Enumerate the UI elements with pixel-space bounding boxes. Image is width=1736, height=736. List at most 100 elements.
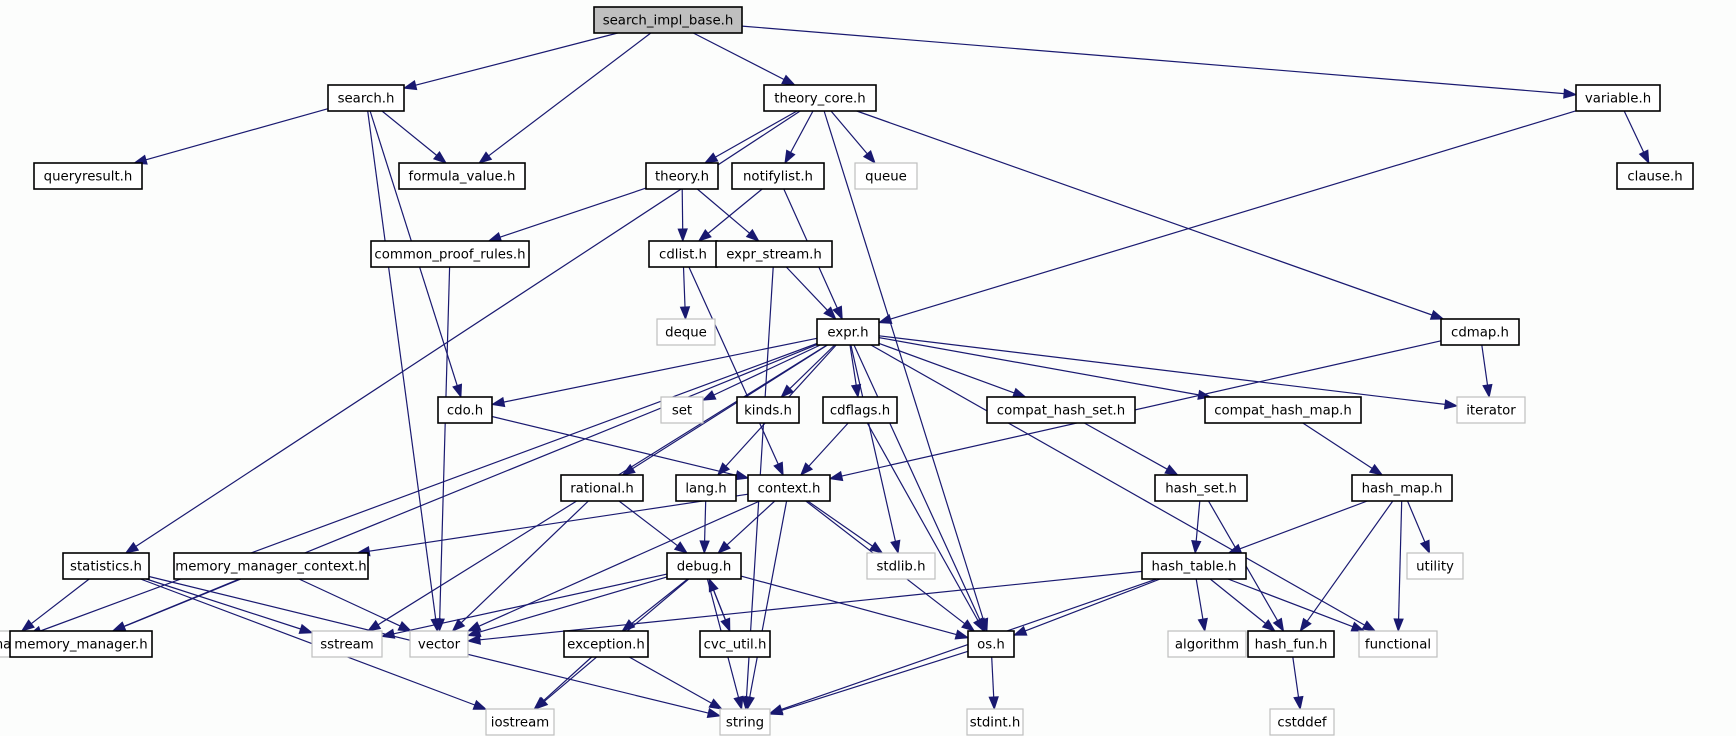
edge-common_proof_rules-to-vector <box>439 266 451 620</box>
edge-cdflags-to-os <box>866 422 979 621</box>
node-hash-fun[interactable]: hash_fun.h <box>1247 630 1335 658</box>
arrowhead-rational-to-vector <box>451 618 466 632</box>
arrowhead-cdflags-to-os <box>973 617 985 633</box>
node-label: algorithm <box>1175 638 1239 653</box>
edge-cdflags-to-context <box>808 422 849 467</box>
node-label: set <box>672 404 692 419</box>
edge-theory-to-common_proof_rules <box>499 187 647 238</box>
node-box <box>648 240 718 268</box>
arrowhead-debug-to-exception <box>621 619 636 632</box>
node-context[interactable]: context.h <box>747 474 831 502</box>
node-queryresult[interactable]: queryresult.h <box>33 162 143 190</box>
node-memory-manager-context[interactable]: memory_manager_context.h <box>173 552 369 580</box>
node-box <box>731 162 825 190</box>
node-label: functional <box>1365 638 1431 653</box>
node-search[interactable]: search.h <box>327 84 405 112</box>
edge-debug-to-exception <box>631 578 689 624</box>
node-notifylist[interactable]: notifylist.h <box>731 162 825 190</box>
edge-theory-to-cdlist <box>681 188 684 230</box>
node-variable[interactable]: variable.h <box>1575 84 1661 112</box>
arrowhead-hash_table-to-vector <box>466 634 481 645</box>
node-exception[interactable]: exception.h <box>563 630 649 658</box>
arrowhead-hash_set-to-hash_table <box>1191 540 1202 555</box>
arrowhead-cdflags-to-context <box>799 462 814 477</box>
edges-layer <box>20 25 1650 718</box>
node-kinds[interactable]: kinds.h <box>736 396 800 424</box>
node-memory-manager[interactable]: memory_manager.h <box>9 630 153 658</box>
node-compat-hash-set[interactable]: compat_hash_set.h <box>986 396 1136 424</box>
node-common-proof-rules[interactable]: common_proof_rules.h <box>370 240 530 268</box>
node-box <box>966 708 1024 736</box>
node-label: hash_set.h <box>1165 482 1237 497</box>
node-set: set <box>660 396 704 424</box>
node-label: stdlib.h <box>876 560 925 575</box>
node-debug[interactable]: debug.h <box>666 552 742 580</box>
node-label: queryresult.h <box>44 170 133 185</box>
arrowhead-search_impl_base-to-variable <box>1563 88 1578 99</box>
node-formula-value[interactable]: formula_value.h <box>398 162 526 190</box>
arrowhead-expr-to-cdflags <box>850 383 862 399</box>
edge-expr-to-stdlib <box>850 344 896 542</box>
node-box <box>822 396 898 424</box>
node-cvc-util[interactable]: cvc_util.h <box>699 630 771 658</box>
edge-hash_map-to-utility <box>1406 500 1426 543</box>
edge-debug-to-os <box>740 575 957 636</box>
node-hash-set[interactable]: hash_set.h <box>1154 474 1248 502</box>
node-os[interactable]: os.h <box>967 630 1015 658</box>
arrowhead-expr-to-set <box>701 390 717 401</box>
node-label: search.h <box>338 92 395 107</box>
edge-search_impl_base-to-formula_value <box>488 32 652 157</box>
node-clause[interactable]: clause.h <box>1616 162 1694 190</box>
node-theory[interactable]: theory.h <box>645 162 719 190</box>
arrowhead-hash_table-to-os <box>1012 625 1028 636</box>
arrowhead-expr-to-cdo <box>490 396 506 408</box>
edge-hash_table-to-vector <box>479 570 1143 641</box>
node-hash-map[interactable]: hash_map.h <box>1351 474 1453 502</box>
node-cdo[interactable]: cdo.h <box>437 396 493 424</box>
arrowhead-variable-to-expr <box>877 313 893 324</box>
arrowhead-expr-to-compat_hash_set <box>1011 387 1027 398</box>
nodes-layer: search_impl_base.h search.h theory_core.h v… <box>0 6 1694 736</box>
node-theory-core[interactable]: theory_core.h <box>763 84 877 112</box>
arrowhead-expr-to-kinds <box>780 384 794 398</box>
node-box <box>437 396 493 424</box>
arrowhead-exception-to-string <box>708 698 724 710</box>
node-search-impl-base[interactable]: search_impl_base.h <box>593 6 743 34</box>
node-label: statistics.h <box>70 560 142 575</box>
node-box <box>1575 84 1661 112</box>
node-cdlist[interactable]: cdlist.h <box>648 240 718 268</box>
node-box <box>747 474 831 502</box>
node-rational[interactable]: rational.h <box>560 474 644 502</box>
node-lang[interactable]: lang.h <box>675 474 737 502</box>
node-compat-hash-map[interactable]: compat_hash_map.h <box>1204 396 1362 424</box>
arrowhead-hash_map-to-functional <box>1393 618 1404 633</box>
edge-hash_map-to-hash_table <box>1239 500 1368 550</box>
node-cdmap[interactable]: cdmap.h <box>1440 318 1520 346</box>
node-label: sstream <box>320 638 374 653</box>
arrowhead-theory_core-to-statistics <box>124 541 140 554</box>
node-box <box>763 84 877 112</box>
node-label: context.h <box>758 482 821 497</box>
arrowhead-theory_core-to-theory <box>703 152 719 164</box>
edge-expr-to-compat_hash_map <box>878 337 1199 396</box>
node-label: deque <box>665 326 707 341</box>
node-expr-stream[interactable]: expr_stream.h <box>715 240 833 268</box>
edge-expr-to-iterator <box>878 335 1446 405</box>
arrowhead-statistics-to-iostream <box>472 699 488 710</box>
edge-theory_core-to-notifylist <box>790 110 814 153</box>
arrowhead-variable-to-clause <box>1638 149 1650 165</box>
node-stdlib: stdlib.h <box>866 552 936 580</box>
node-box <box>1269 708 1335 736</box>
node-box <box>560 474 644 502</box>
node-cdflags[interactable]: cdflags.h <box>822 396 898 424</box>
node-box <box>675 474 737 502</box>
arrowhead-theory_core-to-queue <box>862 150 876 165</box>
node-label: queue <box>865 170 907 185</box>
node-statistics[interactable]: statistics.h <box>62 552 150 580</box>
node-hash-table[interactable]: hash_table.h <box>1141 552 1247 580</box>
edge-expr-to-cdo <box>503 337 818 403</box>
edge-os-to-string <box>781 650 969 711</box>
node-label: expr_stream.h <box>726 248 822 263</box>
arrowhead-hash_table-to-algorithm <box>1197 617 1208 633</box>
node-expr[interactable]: expr.h <box>816 318 880 346</box>
